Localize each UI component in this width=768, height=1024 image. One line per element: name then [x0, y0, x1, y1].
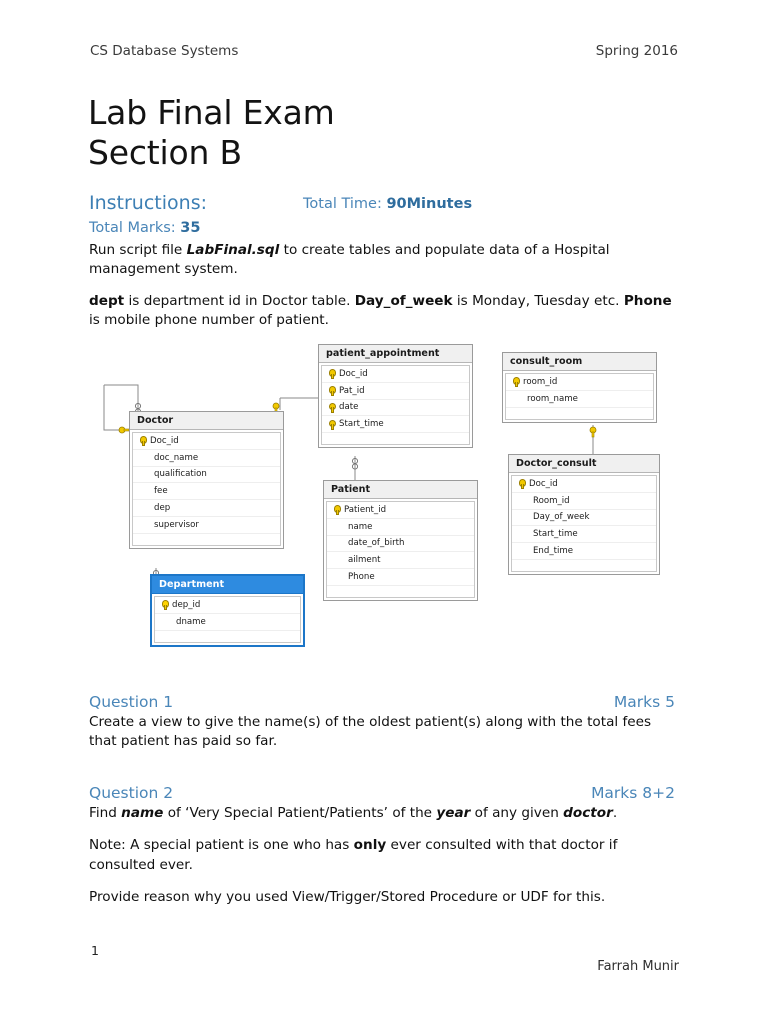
er-field-row: dep: [133, 500, 280, 517]
footer-author: Farrah Munir: [597, 959, 679, 974]
instructions-heading: Instructions:: [89, 192, 207, 214]
er-field-row: date: [322, 400, 469, 417]
question-2-body: Find name of ‘Very Special Patient/Patie…: [89, 805, 618, 821]
question-1-heading-row: Question 1 Marks 5: [89, 693, 675, 711]
primary-key-icon: [518, 479, 526, 490]
er-field-row: Room_id: [512, 493, 656, 510]
instructions-paragraph-1: Run script file LabFinal.sql to create t…: [89, 241, 610, 277]
er-field-row: fee: [133, 483, 280, 501]
header-course-name: CS Database Systems: [90, 43, 239, 59]
er-table-patient[interactable]: Patient Patient_id name date_of_birth ai…: [323, 480, 478, 601]
er-field-row: Pat_id: [322, 383, 469, 400]
question-2-label: Question 2: [89, 784, 174, 802]
er-field-row: Doc_id: [512, 476, 656, 493]
instructions-section: Instructions: Total Time: 90Minutes Tota…: [89, 192, 675, 331]
er-table-title: Doctor_consult: [509, 455, 659, 473]
question-2-heading-row: Question 2 Marks 8+2: [89, 784, 675, 802]
instructions-paragraph-2: dept is department id in Doctor table. D…: [89, 293, 672, 329]
er-field-row: dname: [155, 614, 300, 631]
er-table-patient-appointment[interactable]: patient_appointment Doc_id Pat_id date S…: [318, 344, 473, 449]
title-line-1: Lab Final Exam: [88, 93, 335, 132]
er-table-doctor[interactable]: Doctor Doc_id doc_name qualification fee…: [129, 411, 284, 549]
er-table-title: Department: [152, 576, 303, 594]
question-1-body: Create a view to give the name(s) of the…: [89, 714, 652, 750]
primary-key-icon: [328, 386, 336, 397]
running-header: CS Database Systems Spring 2016: [90, 43, 678, 59]
question-2-marks: Marks 8+2: [591, 784, 675, 802]
er-field-row: Start_time: [322, 416, 469, 434]
er-table-fields: dep_id dname: [154, 596, 301, 643]
total-marks: Total Marks: 35: [89, 219, 201, 236]
er-field-row: Patient_id: [327, 502, 474, 519]
primary-key-icon: [328, 419, 336, 430]
er-diagram: patient_appointment Doc_id Pat_id date S…: [90, 340, 680, 655]
er-table-fields: Patient_id name date_of_birth ailment Ph…: [326, 501, 475, 598]
title-line-2: Section B: [88, 133, 242, 173]
er-table-filler: [155, 631, 300, 642]
rel-doctor-self-line: [103, 385, 120, 431]
primary-key-icon: [139, 436, 147, 447]
er-table-filler: [133, 534, 280, 545]
er-field-row: name: [327, 519, 474, 536]
primary-key-icon: [161, 600, 169, 611]
er-field-row: Doc_id: [322, 366, 469, 383]
er-field-row: supervisor: [133, 517, 280, 534]
er-field-row: date_of_birth: [327, 536, 474, 553]
er-table-fields: Doc_id Room_id Day_of_week Start_time En…: [511, 475, 657, 572]
er-table-title: Patient: [324, 481, 477, 499]
er-table-fields: Doc_id Pat_id date Start_time: [321, 365, 470, 446]
er-table-fields: Doc_id doc_name qualification fee dep su…: [132, 432, 281, 546]
er-table-filler: [512, 560, 656, 571]
er-table-filler: [327, 586, 474, 597]
er-table-doctor-consult[interactable]: Doctor_consult Doc_id Room_id Day_of_wee…: [508, 454, 660, 575]
primary-key-icon: [328, 402, 336, 413]
primary-key-icon: [333, 505, 341, 516]
question-1-marks: Marks 5: [613, 693, 675, 711]
er-table-title: consult_room: [503, 353, 656, 371]
er-table-department[interactable]: Department dep_id dname: [150, 574, 305, 647]
instructions-heading-row: Instructions: Total Time: 90Minutes: [89, 192, 675, 216]
er-field-row: room_id: [506, 374, 653, 391]
primary-key-icon: [328, 369, 336, 380]
er-field-row: Start_time: [512, 526, 656, 544]
rel-doctor-self-line-top: [104, 384, 139, 413]
er-field-row: qualification: [133, 467, 280, 484]
page-number: 1: [91, 943, 99, 958]
er-table-filler: [506, 408, 653, 419]
er-field-row: doc_name: [133, 450, 280, 467]
er-field-row: dep_id: [155, 597, 300, 614]
er-field-row: Doc_id: [133, 433, 280, 450]
question-2-note-1: Note: A special patient is one who has o…: [89, 837, 618, 873]
primary-key-icon: [512, 377, 520, 388]
er-table-title: Doctor: [130, 412, 283, 430]
er-field-row: End_time: [512, 543, 656, 560]
er-table-filler: [322, 433, 469, 444]
question-1-section: Question 1 Marks 5 Create a view to give…: [89, 693, 675, 752]
page-title: Lab Final Exam Section B: [88, 93, 688, 174]
er-table-title: patient_appointment: [319, 345, 472, 363]
header-term: Spring 2016: [595, 43, 678, 59]
question-1-label: Question 1: [89, 693, 174, 711]
er-field-row: Day_of_week: [512, 510, 656, 527]
er-field-row: room_name: [506, 391, 653, 408]
er-table-consult-room[interactable]: consult_room room_id room_name: [502, 352, 657, 423]
er-field-row: ailment: [327, 552, 474, 570]
total-time: Total Time: 90Minutes: [303, 196, 473, 212]
er-table-fields: room_id room_name: [505, 373, 654, 420]
er-field-row: Phone: [327, 569, 474, 586]
question-2-note-2: Provide reason why you used View/Trigger…: [89, 888, 606, 905]
question-2-section: Question 2 Marks 8+2 Find name of ‘Very …: [89, 784, 675, 907]
